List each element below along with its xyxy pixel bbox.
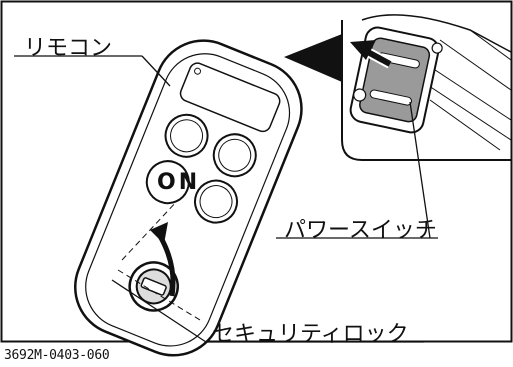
figure-code: 3692M-0403-060	[4, 348, 110, 363]
security-lock-label: セキュリティロック	[212, 322, 409, 347]
leader-lines	[14, 55, 438, 343]
remote-label: リモコン	[24, 36, 113, 61]
on-label: ON	[157, 170, 201, 195]
zoom-wedge	[284, 34, 342, 82]
power-switch-detail	[284, 14, 512, 161]
rotation-arrow	[150, 222, 176, 297]
remote-body	[73, 39, 303, 357]
slide-arrow	[350, 40, 393, 69]
power-switch-label: パワースイッチ	[284, 218, 437, 243]
